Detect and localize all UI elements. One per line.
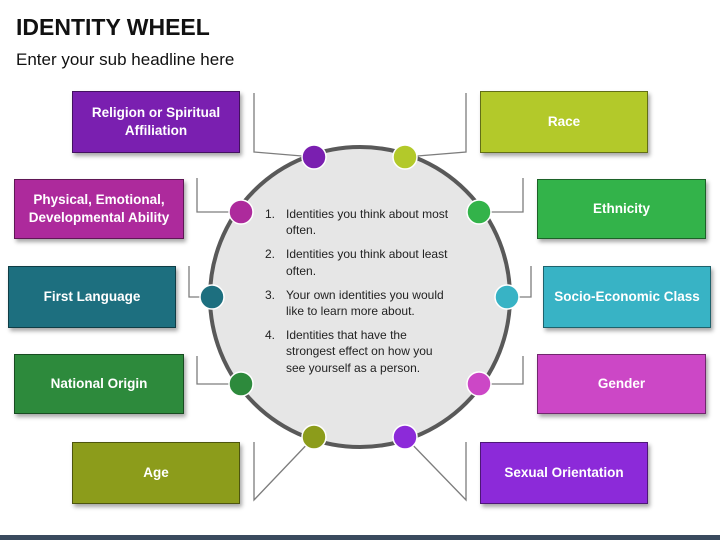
box-national-origin: National Origin xyxy=(14,354,184,414)
wheel-item: 1. Identities you think about most often. xyxy=(265,206,455,238)
wheel-item-number: 2. xyxy=(265,247,276,262)
box-socio-economic-class: Socio-Economic Class xyxy=(543,266,711,328)
box-label: Age xyxy=(143,464,169,480)
connectors-left xyxy=(188,93,315,502)
box-label: Gender xyxy=(597,375,646,391)
box-age: Age xyxy=(72,442,240,504)
wheel-item-text: Identities you think about most often. xyxy=(286,207,449,238)
wheel-item-number: 3. xyxy=(265,287,276,302)
wheel-item: 3. Your own identities you would like to … xyxy=(265,287,455,319)
box-sexual-orientation: Sexual Orientation xyxy=(480,442,648,504)
connector-ethnicity xyxy=(479,178,524,213)
node-ethnicity xyxy=(466,199,492,225)
connector-sexual-orientation xyxy=(404,436,467,502)
wheel-item-text: Identities that have the strongest effec… xyxy=(286,328,433,375)
node-first-language xyxy=(199,284,225,310)
page-title: IDENTITY WHEEL xyxy=(16,14,210,40)
box-label: Socio-Economic Class xyxy=(554,288,700,304)
connector-gender xyxy=(479,356,524,385)
box-religion: Religion or Spiritual Affiliation xyxy=(72,91,240,153)
box-label: Race xyxy=(547,113,581,129)
box-label: Physical, Emotional, Developmental Abili… xyxy=(28,191,170,225)
box-race: Race xyxy=(480,91,648,153)
box-label: First Language xyxy=(43,288,141,304)
wheel-item-number: 4. xyxy=(265,328,276,343)
box-first-language: First Language xyxy=(8,266,176,328)
node-sexual-orientation xyxy=(392,424,418,450)
box-label: National Origin xyxy=(50,375,148,391)
box-gender: Gender xyxy=(537,354,706,414)
wheel-item: 2. Identities you think about least often… xyxy=(265,246,455,278)
wheel-item-list: 1. Identities you think about most often.… xyxy=(265,206,455,384)
connector-race xyxy=(404,93,467,158)
wheel-nodes xyxy=(199,144,520,450)
connector-ability xyxy=(196,178,241,213)
node-national-origin xyxy=(228,371,254,397)
wheel-item-number: 1. xyxy=(265,207,276,221)
node-ability xyxy=(228,199,254,225)
node-religion xyxy=(301,144,327,170)
connector-age xyxy=(253,436,315,502)
box-ethnicity: Ethnicity xyxy=(537,179,706,239)
connector-religion xyxy=(253,93,315,158)
connectors-right xyxy=(404,93,532,502)
connector-national-origin xyxy=(196,356,241,385)
wheel-item-text: Identities you think about least often. xyxy=(286,247,448,278)
node-age xyxy=(301,424,327,450)
page-subtitle: Enter your sub headline here xyxy=(16,50,235,69)
box-label: Sexual Orientation xyxy=(504,464,624,480)
node-race xyxy=(392,144,418,170)
box-label: Religion or Spiritual Affiliation xyxy=(91,104,221,138)
box-ability: Physical, Emotional, Developmental Abili… xyxy=(14,179,184,239)
node-gender xyxy=(466,371,492,397)
box-label: Ethnicity xyxy=(592,200,650,216)
node-socio-economic xyxy=(494,284,520,310)
wheel-item: 4. Identities that have the strongest eff… xyxy=(265,327,455,376)
footer-bar xyxy=(0,535,720,540)
wheel-item-text: Your own identities you would like to le… xyxy=(286,287,444,318)
